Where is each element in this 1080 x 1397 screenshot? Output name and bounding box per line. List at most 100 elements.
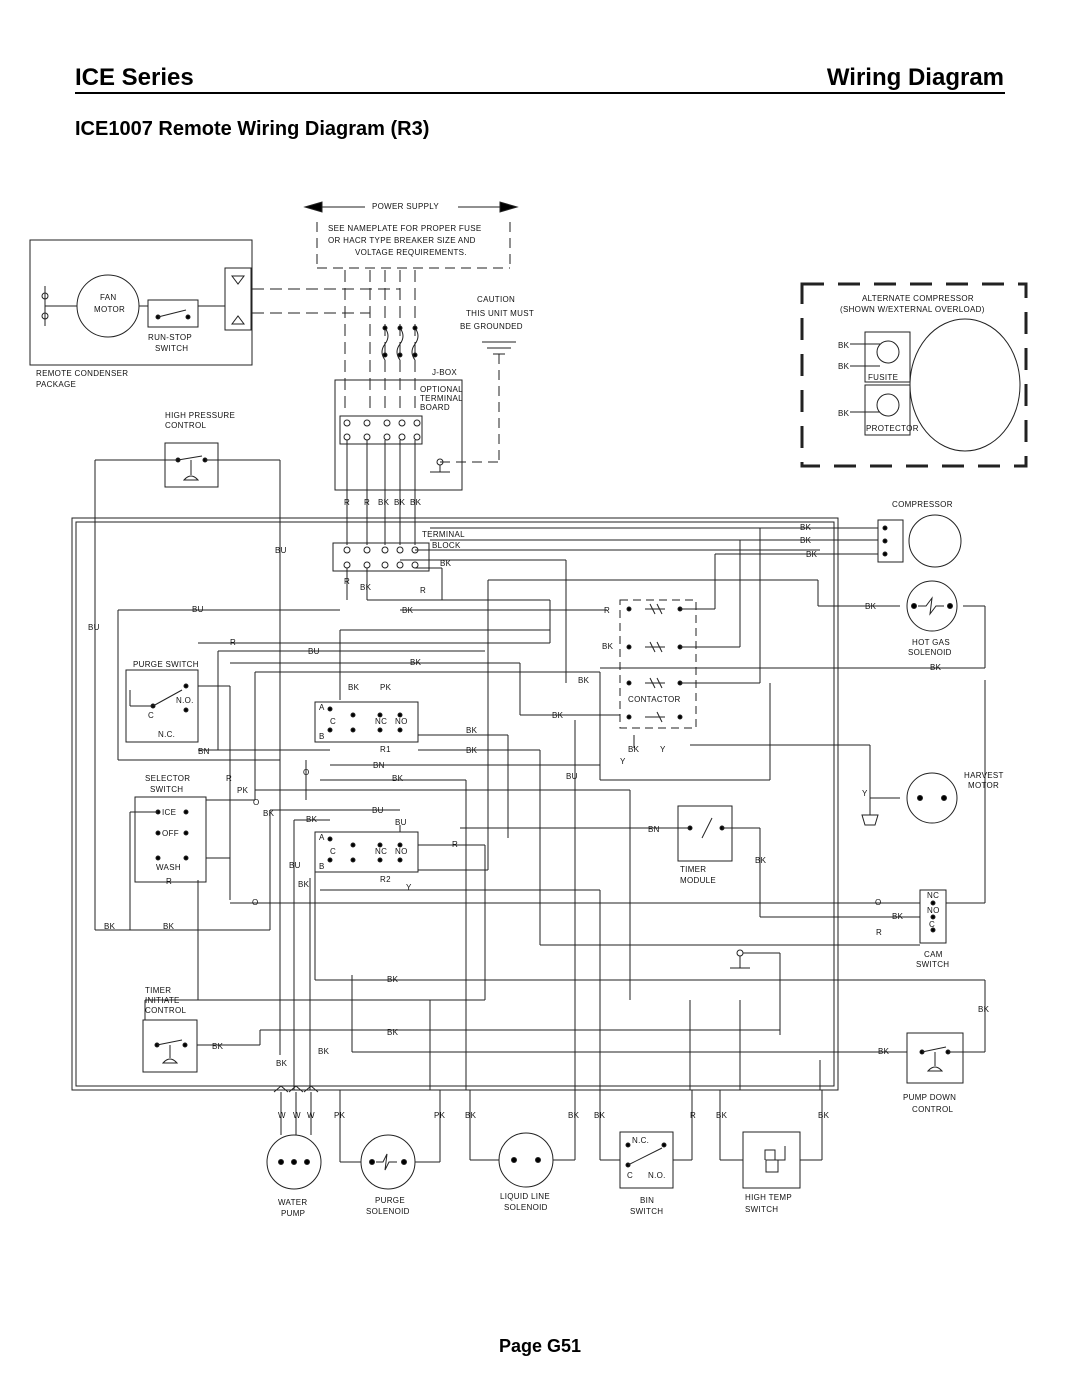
- wire-label: W: [293, 1111, 301, 1120]
- water-pump-label: WATER: [278, 1198, 308, 1207]
- wire-label: BK: [348, 683, 360, 692]
- relay-r1-label: R1: [380, 745, 391, 754]
- fan-motor-label: FAN: [100, 293, 116, 302]
- timer-module: [677, 805, 733, 862]
- wire-label: R: [344, 498, 350, 507]
- purge-switch: [125, 669, 199, 743]
- selector-label: SWITCH: [150, 785, 183, 794]
- cam-switch-label: SWITCH: [916, 960, 949, 969]
- caution-note: THIS UNIT MUST: [466, 309, 534, 318]
- wire-label: PK: [380, 683, 392, 692]
- high-pressure-label: CONTROL: [165, 421, 206, 430]
- wire-label: BK: [465, 1111, 477, 1120]
- section-title: Wiring Diagram: [826, 64, 1004, 91]
- high-temp-label: HIGH TEMP: [745, 1193, 792, 1202]
- timer-initiate-label: INITIATE: [145, 996, 180, 1005]
- optional-board-label: TERMINAL: [420, 394, 463, 403]
- r1-nc: NC: [375, 717, 387, 726]
- timer-initiate-label: CONTROL: [145, 1006, 186, 1015]
- wire-label: BU: [308, 647, 320, 656]
- wire-label: O: [875, 898, 882, 907]
- harvest-motor-label: HARVEST: [964, 771, 1004, 780]
- high-temp-switch: [742, 1131, 801, 1189]
- wire-label: PK: [434, 1111, 446, 1120]
- wire-label: BK: [318, 1047, 330, 1056]
- wire-label: Y: [406, 883, 412, 892]
- wire-label: PK: [334, 1111, 346, 1120]
- wire-label: BK: [716, 1111, 728, 1120]
- liquid-line-label: LIQUID LINE: [500, 1192, 550, 1201]
- condenser-label: PACKAGE: [36, 380, 76, 389]
- selector-ice: ICE: [162, 808, 176, 817]
- wire-label: BU: [192, 605, 204, 614]
- purge-switch-label: PURGE SWITCH: [133, 660, 199, 669]
- wire-label: BK: [838, 341, 850, 350]
- pump-down-label: CONTROL: [912, 1105, 953, 1114]
- wire-label: O: [253, 798, 260, 807]
- harvest-motor: [906, 772, 958, 824]
- wire-label: BK: [387, 975, 399, 984]
- wire-label: R: [166, 877, 172, 886]
- alternate-compressor-label: ALTERNATE COMPRESSOR: [862, 294, 974, 303]
- wire-label: R: [690, 1111, 696, 1120]
- wire-label: BK: [410, 658, 422, 667]
- selector-off: OFF: [162, 829, 179, 838]
- timer-initiate-control: [142, 1019, 198, 1073]
- power-supply-arrow: [303, 201, 519, 269]
- fuses: [381, 325, 419, 361]
- purge-nc: N.C.: [158, 730, 175, 739]
- bottom-leads: [280, 1090, 823, 1163]
- bin-switch-label: SWITCH: [630, 1207, 663, 1216]
- wire-label: BU: [275, 546, 287, 555]
- wire-label: O: [252, 898, 259, 907]
- bin-switch-label: BIN: [640, 1196, 654, 1205]
- relay-r1: [314, 701, 419, 743]
- r1-no: NO: [395, 717, 408, 726]
- wire-label: BU: [566, 772, 578, 781]
- r1-a: A: [319, 703, 325, 712]
- run-stop-label: RUN-STOP: [148, 333, 192, 342]
- j-box: [334, 379, 463, 545]
- timer-initiate-label: TIMER: [145, 986, 171, 995]
- supply-note: OR HACR TYPE BREAKER SIZE AND: [328, 236, 476, 245]
- wire-label: BK: [568, 1111, 580, 1120]
- purge-solenoid: [360, 1134, 416, 1190]
- wire-label: BK: [800, 523, 812, 532]
- wire-label: BK: [212, 1042, 224, 1051]
- interior-wiring: [94, 460, 986, 1090]
- bin-c: C: [627, 1171, 633, 1180]
- wire-label: BK: [163, 922, 175, 931]
- purge-solenoid-label: PURGE: [375, 1196, 405, 1205]
- ice-machine-cabinet: [71, 517, 839, 1091]
- hot-gas-label: HOT GAS: [912, 638, 950, 647]
- cam-switch: [919, 889, 947, 944]
- high-pressure-label: HIGH PRESSURE: [165, 411, 235, 420]
- pump-down-control: [906, 1032, 964, 1084]
- wire-label: BK: [378, 498, 390, 507]
- liquid-line-label: SOLENOID: [504, 1203, 548, 1212]
- wire-label: R: [226, 774, 232, 783]
- caution-note: BE GROUNDED: [460, 322, 523, 331]
- wire-label: BU: [372, 806, 384, 815]
- wire-label: BK: [818, 1111, 830, 1120]
- terminal-block-label: TERMINAL: [422, 530, 465, 539]
- supply-note: VOLTAGE REQUIREMENTS.: [355, 248, 467, 257]
- wire-label: BK: [878, 1047, 890, 1056]
- relay-r2-label: R2: [380, 875, 391, 884]
- r1-b: B: [319, 732, 325, 741]
- run-stop-switch: [147, 299, 199, 328]
- wire-label: W: [307, 1111, 315, 1120]
- hot-gas-label: SOLENOID: [908, 648, 952, 657]
- wire-label: BK: [594, 1111, 606, 1120]
- fusite-label: FUSITE: [868, 373, 898, 382]
- wire-label: PK: [237, 786, 249, 795]
- alternate-compressor: [800, 282, 1028, 468]
- wire-label: BU: [289, 861, 301, 870]
- r1-c: C: [330, 717, 336, 726]
- wire-label: BU: [88, 623, 100, 632]
- wire-label: BN: [373, 761, 385, 770]
- wire-label: BU: [395, 818, 407, 827]
- contactor-label: CONTACTOR: [628, 695, 681, 704]
- wire-label: BK: [410, 498, 422, 507]
- wire-label: BK: [466, 726, 478, 735]
